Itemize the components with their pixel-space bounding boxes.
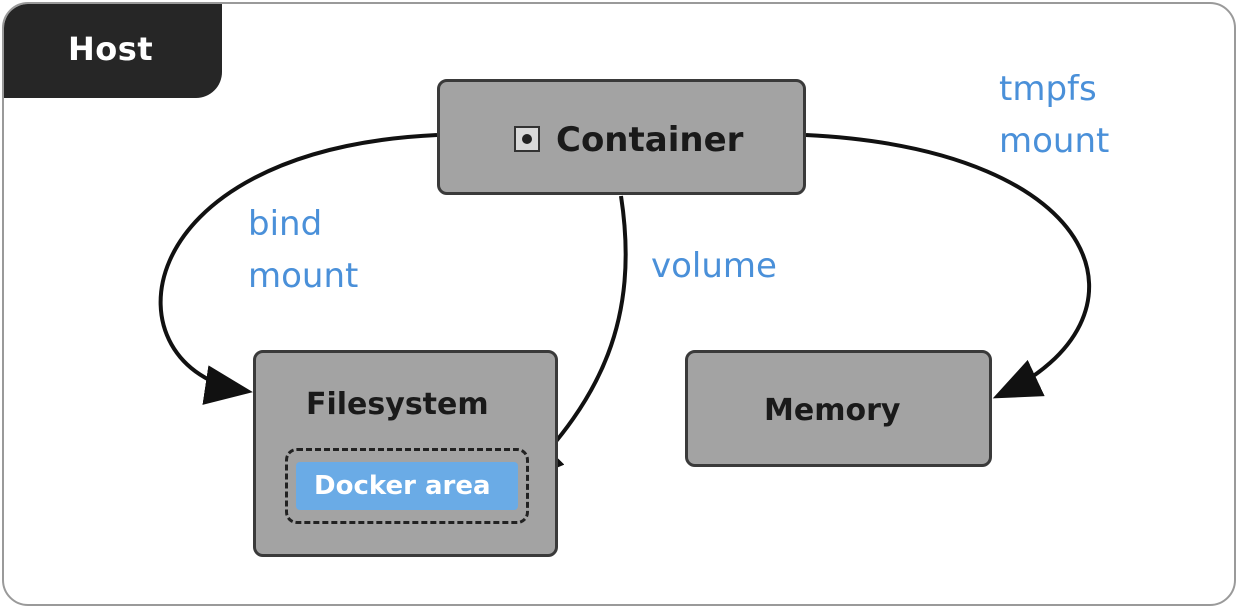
docker-area-boundary: Docker area — [285, 448, 529, 524]
container-label: Container — [556, 120, 744, 160]
bind-mount-label-line2: mount — [248, 256, 359, 296]
tmpfs-mount-arrow — [805, 133, 1091, 399]
memory-box: Memory — [685, 350, 992, 467]
filesystem-box: Filesystem Docker area — [253, 350, 558, 557]
filesystem-label: Filesystem — [306, 387, 489, 422]
docker-area-label: Docker area — [314, 471, 491, 501]
bind-mount-label: bind mount — [248, 198, 358, 302]
host-label: Host — [68, 30, 154, 68]
bind-mount-label-line1: bind — [248, 204, 323, 244]
memory-label: Memory — [764, 393, 901, 428]
tmpfs-mount-label-line1: tmpfs — [999, 69, 1097, 109]
bind-mount-arrow — [158, 133, 438, 405]
container-icon — [514, 126, 540, 152]
tmpfs-mount-label-line2: mount — [999, 121, 1110, 161]
tmpfs-mount-label: tmpfs mount — [999, 63, 1109, 167]
docker-area: Docker area — [296, 462, 518, 510]
host-tab: Host — [4, 4, 222, 98]
volume-label-line1: volume — [651, 246, 777, 286]
volume-label: volume — [651, 240, 777, 292]
container-box: Container — [437, 79, 806, 195]
